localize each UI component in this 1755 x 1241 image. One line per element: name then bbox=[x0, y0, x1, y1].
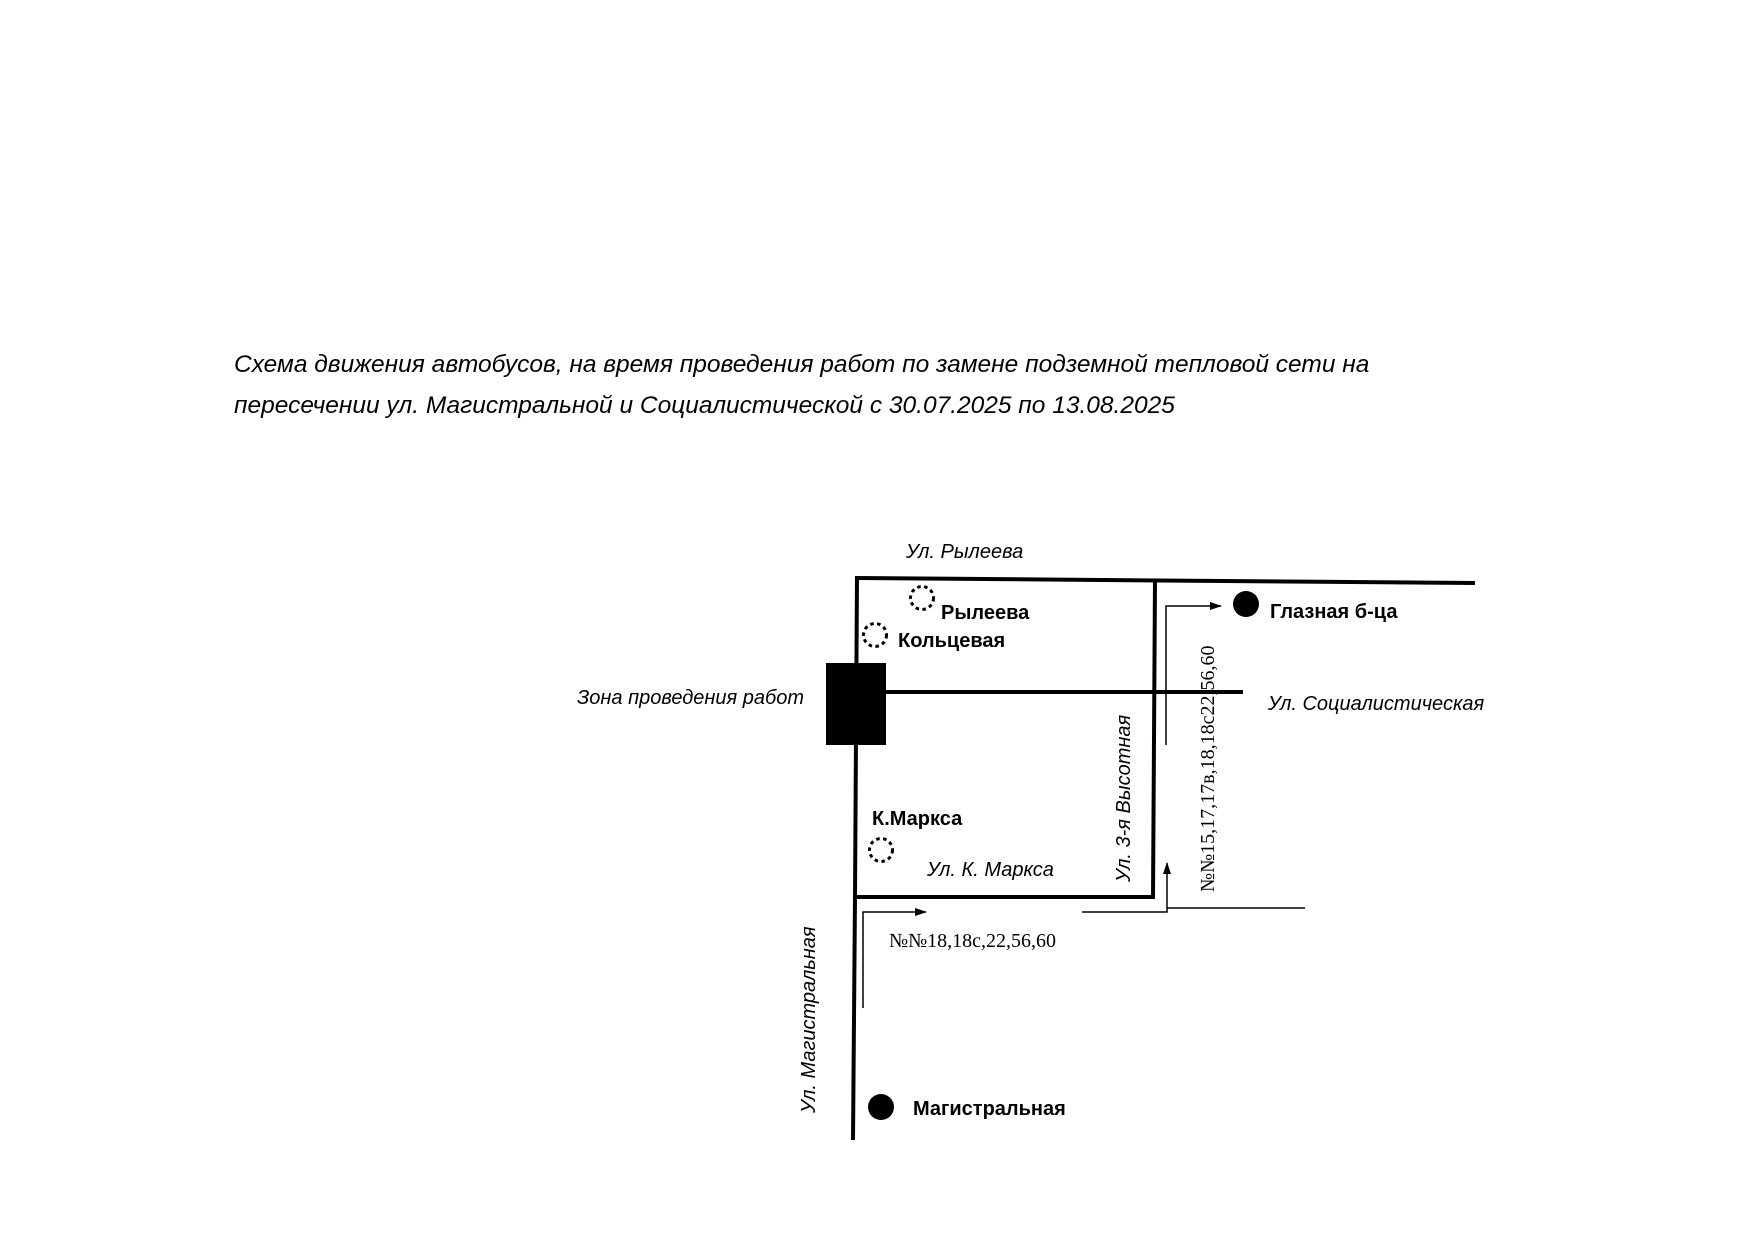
street-label-vysotnaya: Ул. 3-я Высотная bbox=[1113, 715, 1135, 883]
dotted-circle-icon bbox=[862, 622, 888, 648]
route-label-vertical: №№15,17,17в,18,18с22,56,60 bbox=[1197, 646, 1219, 892]
work-zone-block bbox=[826, 663, 886, 745]
street-label-k-marksa: Ул. К. Маркса bbox=[926, 859, 1054, 881]
detour-route-bottom bbox=[862, 908, 927, 1008]
stop-label-magistralnaya: Магистральная bbox=[913, 1098, 1066, 1120]
title-line-2: пересечении ул. Магистральной и Социалис… bbox=[234, 392, 1175, 419]
dotted-circle-icon bbox=[868, 837, 894, 863]
route-label-bottom: №№18,18с,22,56,60 bbox=[889, 930, 1056, 952]
detour-route-right bbox=[1082, 862, 1171, 913]
detour-route-top bbox=[1165, 602, 1222, 745]
stop-label-ryleeva: Рылеева bbox=[941, 602, 1030, 624]
work-zone-label: Зона проведения работ bbox=[577, 687, 804, 709]
scheme-title: Схема движения автобусов, на время прове… bbox=[234, 344, 1564, 426]
title-line-1: Схема движения автобусов, на время прове… bbox=[234, 351, 1370, 378]
filled-circle-icon bbox=[868, 1094, 894, 1120]
road-ryleeva bbox=[856, 576, 1476, 585]
stop-label-glaznaya: Глазная б-ца bbox=[1270, 601, 1398, 623]
street-label-ryleeva: Ул. Рылеева bbox=[905, 541, 1023, 563]
street-label-magistralnaya: Ул. Магистральная bbox=[798, 926, 820, 1114]
dotted-circle-icon bbox=[909, 585, 935, 611]
road-magistralnaya-lower bbox=[851, 896, 857, 1141]
road-vysotnaya bbox=[1151, 579, 1157, 899]
filled-circle-icon bbox=[1233, 591, 1259, 617]
street-label-socialisticheskaya: Ул. Социалистическая bbox=[1267, 693, 1485, 715]
stop-label-k-marksa: К.Маркса bbox=[872, 808, 963, 830]
stop-label-koltsevaya: Кольцевая bbox=[898, 630, 1005, 652]
